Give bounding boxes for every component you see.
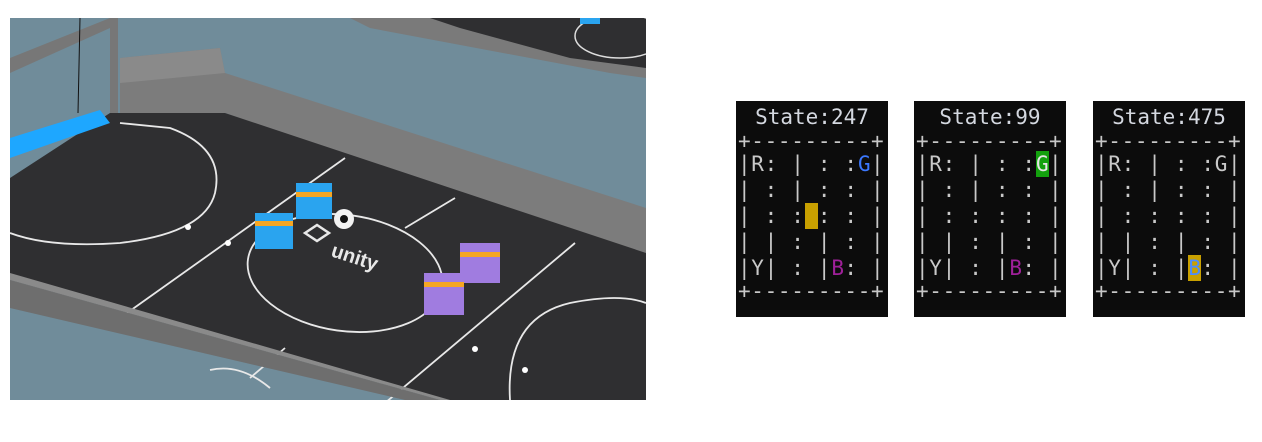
grid-border: +---------+: [916, 129, 1063, 153]
soccer-environment-render: unity: [10, 18, 646, 400]
highlighted-location: B: [831, 255, 845, 281]
blue-agent: [296, 183, 332, 219]
highlighted-location: B: [1188, 255, 1202, 281]
near-wall-top: [10, 273, 450, 400]
field-mark: [472, 346, 478, 352]
taxi-state-panel: State:475 +---------+ |R: | : :G| | : | …: [1093, 101, 1245, 317]
grid-row: |Y| : |B: |B: [738, 255, 884, 281]
grid-row-text: | : : : : |: [1095, 204, 1242, 228]
grid-border-text: +---------+: [1095, 129, 1242, 153]
taxi-grid: +---------+ |R: | : :G|G | : | : : | | :…: [916, 129, 1063, 303]
grid-row-text: | | : | : |: [738, 230, 885, 254]
far-arena-floor: [430, 18, 646, 68]
grid-row: | : | : : |: [1095, 177, 1241, 203]
grid-row-text: |R: | : :G|: [1095, 152, 1242, 176]
ball-patch: [340, 215, 348, 223]
grid-row-text: | : | : : |: [1095, 178, 1242, 202]
wall-corner: [120, 48, 225, 83]
grid-row: | : | : : |: [916, 177, 1062, 203]
field-mark: [185, 224, 191, 230]
grid-row-text: |Y| : |B: |: [1095, 256, 1242, 280]
grid-row: |R: | : :G|G: [738, 151, 884, 177]
grid-row-text: | : | : : |: [916, 178, 1063, 202]
grid-row: | : : : : |: [916, 203, 1062, 229]
grid-row-text: | : : : : |: [916, 204, 1063, 228]
field-floor: [10, 113, 646, 400]
grid-row: | | : | : |: [916, 229, 1062, 255]
grid-border: +---------+: [738, 129, 885, 153]
grid-border: +---------+: [916, 279, 1063, 303]
far-agent: [580, 18, 600, 24]
taxi-grid: +---------+ |R: | : :G| | : | : : | | : …: [1095, 129, 1242, 303]
highlighted-location: G: [857, 151, 871, 177]
grid-row-text: |Y| : |B: |: [738, 256, 885, 280]
highlighted-location: B: [1009, 255, 1023, 281]
field-mark: [522, 367, 528, 373]
taxi-grid: +---------+ |R: | : :G|G | : | : : | | :…: [738, 129, 885, 303]
grid-row-text: |Y| : |B: |: [916, 256, 1063, 280]
grid-border: +---------+: [738, 279, 885, 303]
grid-row-text: | | : | : |: [1095, 230, 1242, 254]
taxi-state-panel: State:99 +---------+ |R: | : :G|G | : | …: [914, 101, 1066, 317]
grid-row: | | : | : |: [1095, 229, 1241, 255]
grid-row-text: | : | : : |: [738, 178, 885, 202]
grid-border-text: +---------+: [738, 129, 885, 153]
grid-border-text: +---------+: [916, 129, 1063, 153]
grid-row: | : : : : |: [1095, 203, 1241, 229]
unity-logo-icon: [302, 223, 332, 243]
purple-agent: [424, 273, 464, 315]
grid-row: | : : : : |: [738, 203, 884, 229]
grid-row: | : | : : |: [738, 177, 884, 203]
grid-row: |Y| : |B: |B: [916, 255, 1062, 281]
state-label: State:99: [939, 105, 1041, 129]
far-wall: [120, 48, 646, 258]
taxi-state-panel: State:247 +---------+ |R: | : :G|G | : |…: [736, 101, 888, 317]
grid-border-text: +---------+: [738, 279, 885, 303]
grid-row-text: | : : : : |: [738, 204, 885, 228]
state-label: State:475: [1112, 105, 1226, 129]
far-center-circle: [574, 18, 646, 59]
grid-row: |R: | : :G|G: [916, 151, 1062, 177]
grid-row: | | : | : |: [738, 229, 884, 255]
grid-row: |Y| : |B: |B: [1095, 255, 1241, 281]
field-mark: [225, 240, 231, 246]
state-label: State:247: [755, 105, 869, 129]
goal-blue: [10, 110, 110, 158]
grid-row-text: | | : | : |: [916, 230, 1063, 254]
taxi-marker: [804, 203, 818, 229]
grid-border: +---------+: [1095, 129, 1242, 153]
grid-border-text: +---------+: [1095, 279, 1242, 303]
grid-border: +---------+: [1095, 279, 1242, 303]
grid-border-text: +---------+: [916, 279, 1063, 303]
highlighted-location: G: [1035, 151, 1049, 177]
goal-frame: [10, 18, 118, 118]
blue-agent: [255, 213, 293, 249]
grid-row: |R: | : :G|: [1095, 151, 1241, 177]
goal-net: [77, 18, 81, 114]
purple-agent: [460, 243, 500, 283]
